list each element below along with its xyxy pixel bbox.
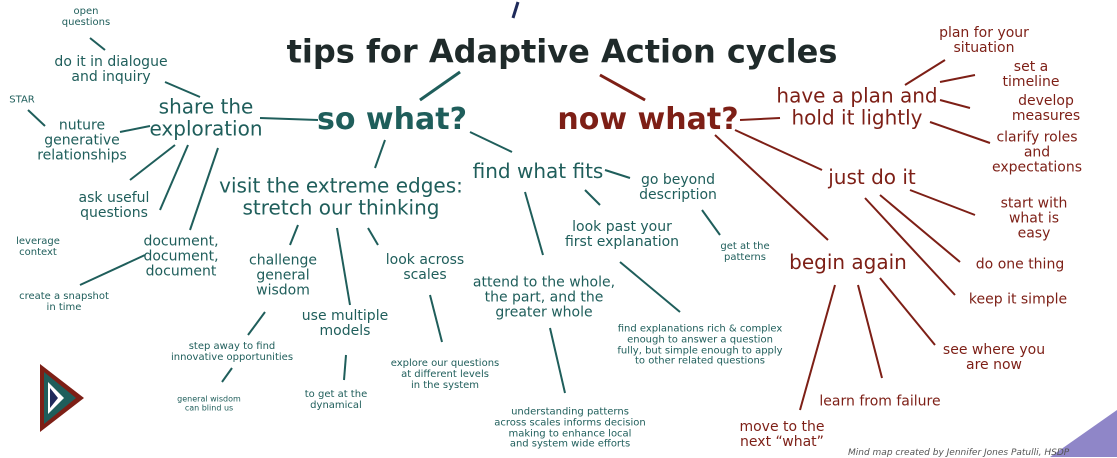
top-navy-stroke bbox=[511, 1, 520, 19]
node-next-what: move to the next “what” bbox=[739, 418, 825, 450]
node-explore-levels: explore our questions at different level… bbox=[390, 357, 500, 391]
node-look-across-scales: look across scales bbox=[385, 251, 465, 283]
corner-decoration bbox=[1050, 410, 1117, 457]
title-connector-now-what bbox=[599, 73, 646, 102]
node-understanding-patterns: understanding patterns across scales inf… bbox=[494, 406, 646, 450]
node-nurture-relationships: nuture generative relationships bbox=[37, 117, 127, 164]
credit-line: Mind map created by Jennifer Jones Patul… bbox=[848, 448, 1070, 458]
node-create-snapshot: create a snapshot in time bbox=[19, 291, 109, 313]
node-star: STAR bbox=[9, 94, 35, 106]
node-share-exploration: share the exploration bbox=[149, 94, 263, 140]
hsd-logo bbox=[40, 364, 84, 432]
node-plan-situation: plan for your situation bbox=[939, 24, 1029, 56]
node-get-at-patterns: get at the patterns bbox=[720, 241, 770, 263]
node-find-what-fits: find what fits bbox=[472, 159, 604, 184]
node-leverage-context: leverage context bbox=[16, 236, 60, 258]
diagram-title: tips for Adaptive Action cycles bbox=[286, 32, 838, 71]
now-what-branches bbox=[599, 59, 991, 411]
node-dialogue-inquiry: do it in dialogue and inquiry bbox=[54, 53, 168, 85]
so-what-branches bbox=[27, 37, 721, 394]
node-keep-simple: keep it simple bbox=[968, 291, 1068, 308]
node-open-questions: open questions bbox=[61, 6, 111, 28]
node-just-do-it: just do it bbox=[828, 165, 916, 190]
node-get-at-dynamical: to get at the dynamical bbox=[304, 389, 368, 411]
node-clarify-roles: clarify roles and expectations bbox=[991, 129, 1083, 176]
node-challenge-wisdom: challenge general wisdom bbox=[249, 252, 317, 299]
now-what-hub: now what? bbox=[557, 101, 739, 137]
node-develop-measures: develop measures bbox=[1011, 92, 1081, 124]
node-begin-again: begin again bbox=[789, 250, 907, 275]
node-wisdom-blind: general wisdom can blind us bbox=[177, 394, 241, 412]
node-see-where: see where you are now bbox=[942, 341, 1046, 373]
node-have-a-plan: have a plan and hold it lightly bbox=[776, 83, 938, 129]
node-ask-useful-questions: ask useful questions bbox=[78, 189, 150, 221]
node-learn-failure: learn from failure bbox=[819, 393, 941, 410]
node-do-one-thing: do one thing bbox=[975, 256, 1065, 273]
node-visit-extreme-edges: visit the extreme edges: stretch our thi… bbox=[219, 173, 463, 219]
node-go-beyond-description: go beyond description bbox=[639, 171, 717, 203]
node-attend-whole: attend to the whole, the part, and the g… bbox=[472, 274, 616, 321]
node-rich-complex: find explanations rich & complex enough … bbox=[617, 323, 783, 367]
node-document: document, document, document bbox=[143, 233, 219, 280]
so-what-hub: so what? bbox=[317, 101, 467, 137]
title-connector-so-what bbox=[419, 70, 461, 102]
node-multiple-models: use multiple models bbox=[301, 307, 389, 339]
node-set-timeline: set a timeline bbox=[1002, 58, 1060, 90]
node-start-easy: start with what is easy bbox=[1000, 195, 1068, 242]
node-step-away: step away to find innovative opportuniti… bbox=[170, 341, 294, 363]
node-look-past-explanation: look past your first explanation bbox=[564, 218, 680, 250]
